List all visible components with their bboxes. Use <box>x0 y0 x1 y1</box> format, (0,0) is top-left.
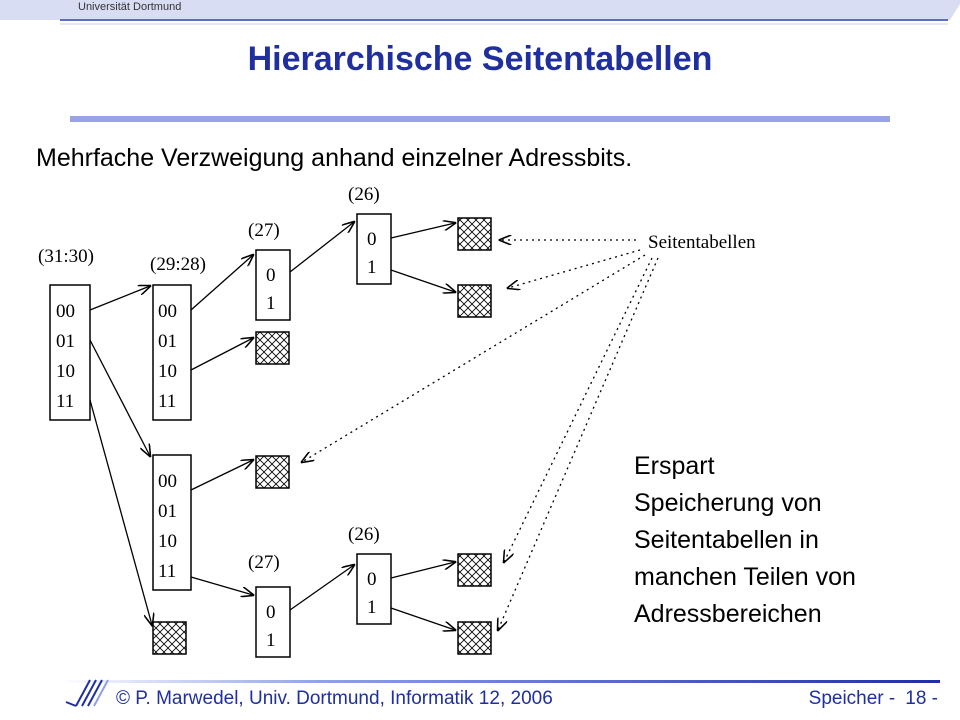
note-line: manchen Teilen von <box>634 563 856 591</box>
level1-bits-label: (31:30) <box>38 246 94 267</box>
level4-bottom-entry-1: 1 <box>367 597 377 618</box>
level3-top-entry-1: 1 <box>266 293 276 314</box>
level4-bottom-entry-0: 0 <box>367 569 377 590</box>
level4-top-bits-label: (26) <box>348 184 380 205</box>
page-table-block <box>255 331 290 365</box>
page-table-diagram: (31:30) 00 01 10 11 (29:28) 00 01 10 11 … <box>38 184 756 658</box>
page-table-block <box>457 217 492 251</box>
note-line: Seitentabellen in <box>634 526 819 554</box>
level1-entry-10: 10 <box>56 361 75 382</box>
page-table-block <box>152 621 187 655</box>
page-title: Hierarchische Seitentabellen <box>247 40 713 78</box>
level2-bottom-entry-10: 10 <box>158 531 177 552</box>
footer-author: © P. Marwedel, Univ. Dortmund, Informati… <box>116 688 553 710</box>
level3-table-top <box>255 249 291 321</box>
level1-entry-01: 01 <box>56 331 75 352</box>
level2-top-entry-01: 01 <box>158 331 177 352</box>
university-logo-icon <box>65 679 109 707</box>
page-tables-label: Seitentabellen <box>648 232 756 253</box>
page-table-block <box>457 621 492 655</box>
level3-bottom-bits-label: (27) <box>248 552 280 573</box>
level2-top-entry-00: 00 <box>158 301 177 322</box>
level3-top-bits-label: (27) <box>248 220 280 241</box>
level3-top-entry-0: 0 <box>266 265 276 286</box>
page-table-block <box>457 553 492 587</box>
level2-bits-label: (29:28) <box>150 254 206 275</box>
level2-top-entry-10: 10 <box>158 361 177 382</box>
level2-table-top <box>152 284 192 421</box>
level2-bottom-entry-01: 01 <box>158 501 177 522</box>
author-text: P. Marwedel, Univ. Dortmund, Informatik … <box>135 688 553 709</box>
dotted-arrows <box>302 240 659 630</box>
note-line: Adressbereichen <box>634 600 822 628</box>
level3-table-bottom <box>255 586 291 658</box>
level1-entry-11: 11 <box>56 391 74 412</box>
level3-bottom-entry-1: 1 <box>266 630 276 651</box>
page-number: 18 - <box>905 688 938 709</box>
note-text: Erspart Speicherung von Seitentabellen i… <box>634 448 856 633</box>
level1-table <box>49 284 91 421</box>
copyright-symbol: © <box>116 688 130 709</box>
solid-arrows <box>89 222 455 630</box>
page-table-block <box>457 284 492 318</box>
note-line: Speicherung von <box>634 489 822 517</box>
top-header-bar <box>0 0 960 25</box>
level2-bottom-entry-00: 00 <box>158 471 177 492</box>
level4-top-entry-0: 0 <box>367 229 377 250</box>
level4-table-top <box>356 213 392 285</box>
level2-bottom-entry-11: 11 <box>158 561 176 582</box>
title-underline <box>70 116 890 122</box>
slide-subtitle: Mehrfache Verzweigung anhand einzelner A… <box>36 144 633 172</box>
university-name: Universität Dortmund <box>78 1 182 13</box>
note-line: Erspart <box>634 452 715 480</box>
level4-top-entry-1: 1 <box>367 257 377 278</box>
level1-entry-00: 00 <box>56 301 75 322</box>
footer-rule <box>60 680 940 683</box>
section-name: Speicher - <box>808 688 896 709</box>
level3-bottom-entry-0: 0 <box>266 602 276 623</box>
level4-table-bottom <box>356 553 392 625</box>
level2-top-entry-11: 11 <box>158 391 176 412</box>
footer-page-info: Speicher - 18 - <box>799 688 938 710</box>
level4-bottom-bits-label: (26) <box>348 524 380 545</box>
level2-table-bottom <box>152 454 192 591</box>
page-table-block <box>255 455 290 489</box>
